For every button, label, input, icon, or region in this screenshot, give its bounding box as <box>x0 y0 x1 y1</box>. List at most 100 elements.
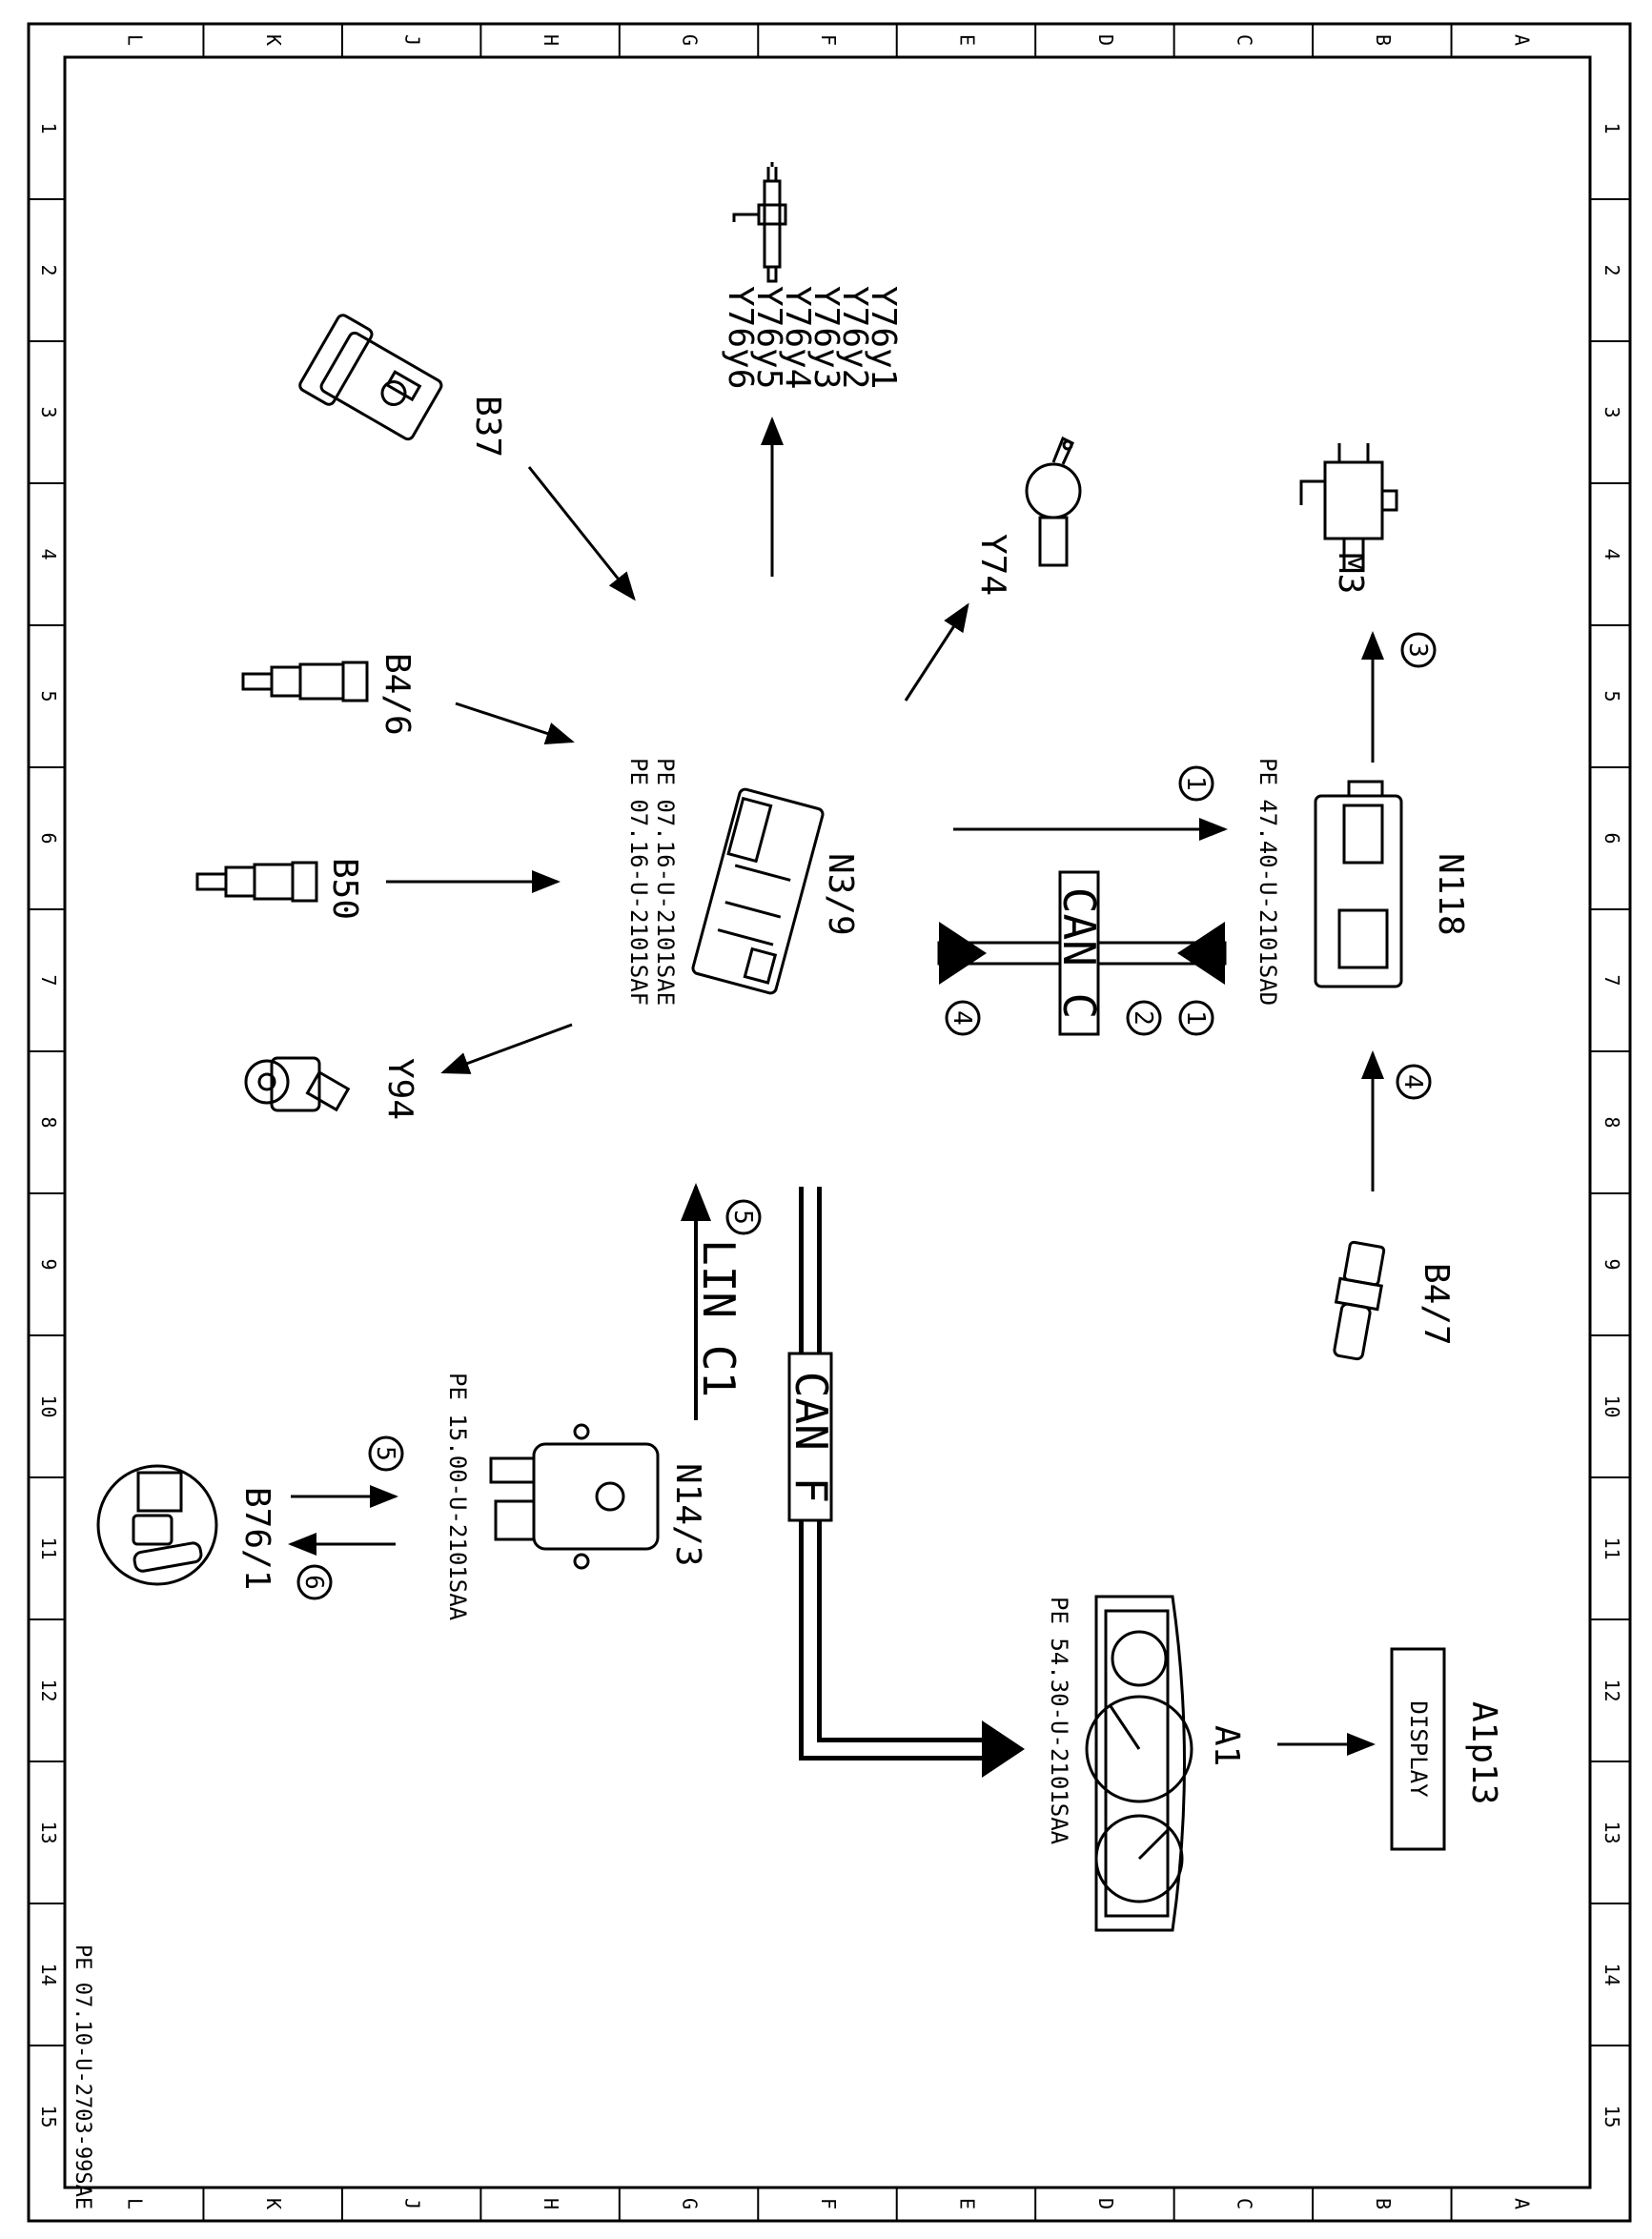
zone-row-label: 1 <box>37 122 60 133</box>
zone-row-label: 6 <box>37 832 60 844</box>
signal-5-b761: 5 <box>368 1435 404 1472</box>
zone-row-label: 13 <box>1601 1821 1623 1843</box>
signal-4-b47-n118: 4 <box>1396 1064 1432 1100</box>
n143-label: N14/3 <box>668 1463 707 1566</box>
svg-text:3: 3 <box>1403 642 1432 658</box>
zone-col-label: A <box>1510 2198 1533 2209</box>
zone-row-label: 4 <box>1601 548 1623 560</box>
zone-col-label: F <box>817 2198 840 2209</box>
can-f-bus: CAN F <box>785 1187 1025 1778</box>
n39-ref-1: PE 07.16-U-2101SAE <box>652 758 679 1006</box>
fuel-pump-control-unit-icon <box>1314 780 1403 988</box>
injector-icon <box>732 162 787 283</box>
pedal-sensor-icon <box>298 314 443 441</box>
zone-row-label: 14 <box>37 1963 60 1985</box>
signal-1-canc: 1 <box>1178 1000 1214 1036</box>
arrow-b37-to-n39 <box>527 466 636 601</box>
display-panel <box>1390 1647 1446 1851</box>
zone-row-label: 12 <box>37 1679 60 1701</box>
signal-3-n118-m3: 3 <box>1400 632 1437 668</box>
y76-label-4: Y76y4 <box>778 286 817 389</box>
lin-c1-label: LIN C1 <box>693 1239 744 1397</box>
zone-row-label: 4 <box>37 548 60 560</box>
zone-col-label: B <box>1372 34 1395 46</box>
zone-col-label: F <box>817 34 840 46</box>
zone-col-label: E <box>955 2198 978 2209</box>
svg-text:1: 1 <box>1181 776 1210 791</box>
n118-ref-1: PE 47.40-U-2101SAD <box>1254 758 1281 1006</box>
zone-row-label: 8 <box>1601 1116 1623 1128</box>
y76-label-3: Y76y3 <box>806 286 846 389</box>
zone-row-label: 6 <box>1601 832 1623 844</box>
zone-row-label: 8 <box>37 1116 60 1128</box>
svg-text:6: 6 <box>299 1575 328 1590</box>
zone-col-label: K <box>262 34 285 46</box>
zone-row-label: 9 <box>1601 1258 1623 1270</box>
zone-col-label: J <box>401 34 424 46</box>
zone-row-label: 10 <box>37 1394 60 1417</box>
y74-label: Y74 <box>973 534 1012 596</box>
zone-row-label: 3 <box>1601 406 1623 417</box>
zone-row-label: 5 <box>37 690 60 702</box>
engine-control-unit-icon <box>691 787 825 995</box>
zone-row-label: 15 <box>37 2105 60 2127</box>
can-f-label: CAN F <box>785 1372 837 1503</box>
zone-col-label: H <box>540 34 562 46</box>
n143-ref-1: PE 15.00-U-2101SAA <box>444 1373 471 1621</box>
n118-label: N118 <box>1431 853 1470 936</box>
n39-ref-2: PE 07.16-U-2101SAF <box>625 758 652 1006</box>
svg-text:4: 4 <box>1398 1074 1427 1089</box>
zone-row-label: 13 <box>37 1821 60 1843</box>
zone-row-label: 14 <box>1601 1963 1623 1985</box>
b47-label: B4/7 <box>1417 1263 1456 1346</box>
zone-col-label: G <box>679 34 702 46</box>
frame <box>27 22 1632 2223</box>
instrument-cluster-icon <box>1085 1595 1193 1932</box>
zone-row-label: 7 <box>37 974 60 986</box>
y76-label-1: Y76y1 <box>864 286 903 389</box>
zone-col-label: L <box>124 34 147 46</box>
zone-col-label: E <box>955 34 978 46</box>
b50-label: B50 <box>325 858 364 920</box>
y94-label: Y94 <box>380 1058 419 1120</box>
zone-row-label: 5 <box>1601 690 1623 702</box>
a1p13-display-text: DISPLAY <box>1405 1700 1432 1798</box>
b37-label: B37 <box>468 396 507 458</box>
zone-col-label: H <box>540 2198 562 2209</box>
control-valve-icon <box>244 1056 351 1112</box>
n39-label: N3/9 <box>821 853 860 936</box>
footer-code: PE 07.10-U-2703-99SAE <box>71 1944 94 2209</box>
zone-col-label: A <box>1510 34 1533 46</box>
zone-row-label: 2 <box>1601 264 1623 275</box>
fuel-temperature-sensor-icon <box>1333 1240 1386 1361</box>
zone-row-label: 9 <box>37 1258 60 1270</box>
zone-row-label: 15 <box>1601 2105 1623 2127</box>
can-c-label: CAN C <box>1053 887 1105 1019</box>
signal-2-canc: 2 <box>1126 1000 1162 1036</box>
zone-col-label: J <box>401 2198 424 2209</box>
a1-label: A1 <box>1207 1725 1246 1766</box>
zone-col-label: C <box>1233 2198 1255 2209</box>
m3-label: M3 <box>1331 553 1370 594</box>
zone-col-label: D <box>1094 2198 1117 2209</box>
y76-label-6: Y76y6 <box>721 286 760 389</box>
b46-label: B4/6 <box>377 653 417 736</box>
zone-row-label: 11 <box>37 1537 60 1559</box>
zone-row-label: 11 <box>1601 1537 1623 1559</box>
zone-col-label: L <box>124 2198 147 2209</box>
can-c-bus: CAN C <box>937 870 1227 1036</box>
svg-text:2: 2 <box>1129 1010 1157 1026</box>
zone-row-label: 10 <box>1601 1394 1623 1417</box>
fuel-pump-icon <box>1299 443 1398 572</box>
svg-text:5: 5 <box>371 1446 399 1461</box>
glow-control-unit-icon <box>489 1423 660 1570</box>
zone-col-label: D <box>1094 34 1117 46</box>
a1p13-label: A1p13 <box>1464 1701 1503 1804</box>
arrow-b46-to-n39 <box>455 702 575 744</box>
svg-text:5: 5 <box>728 1210 757 1225</box>
y76-label-5: Y76y5 <box>749 286 788 389</box>
zone-col-label: B <box>1372 2198 1395 2209</box>
temperature-sensor-icon <box>195 861 318 903</box>
arrow-n39-to-y74 <box>904 602 969 702</box>
